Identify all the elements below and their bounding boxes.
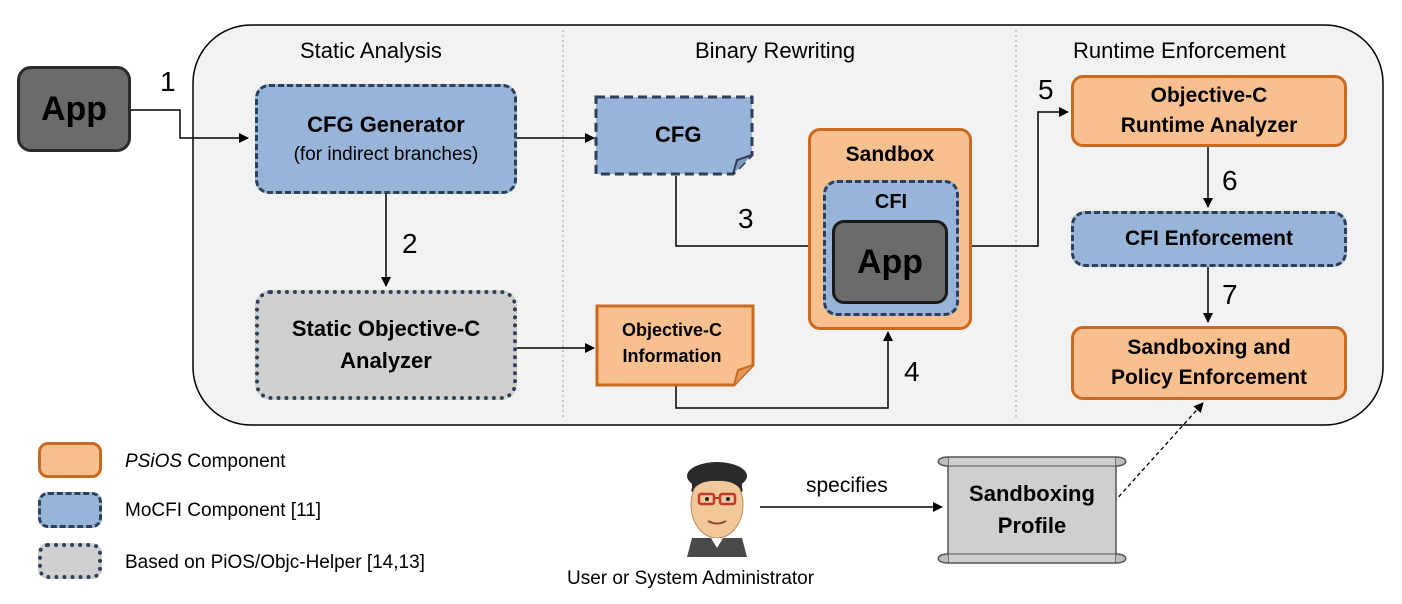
cfg-doc-fold bbox=[732, 154, 753, 175]
step-3: 3 bbox=[738, 203, 754, 234]
cfi-enforcement-label: CFI Enforcement bbox=[1124, 227, 1294, 250]
app-inner-node: App bbox=[832, 220, 948, 304]
sandboxing-profile-node: Sandboxing Profile bbox=[948, 470, 1116, 550]
section-static-analysis: Static Analysis bbox=[300, 38, 442, 63]
administrator-label: User or System Administrator bbox=[567, 568, 815, 589]
cfg-generator-title: CFG Generator bbox=[307, 112, 465, 137]
app-input-label: App bbox=[40, 89, 108, 128]
step-7: 7 bbox=[1222, 279, 1238, 310]
step-4: 4 bbox=[904, 356, 920, 387]
objc-info-line2: Information bbox=[622, 346, 722, 366]
edge-5 bbox=[960, 107, 1069, 247]
step-2: 2 bbox=[402, 228, 418, 259]
policy-enforcement-line2: Policy Enforcement bbox=[1110, 366, 1308, 389]
legend-psios-swatch bbox=[38, 442, 102, 478]
step-1: 1 bbox=[160, 66, 176, 97]
cfg-generator-subtitle: (for indirect branches) bbox=[293, 144, 479, 165]
policy-enforcement-line1: Sandboxing and bbox=[1127, 336, 1291, 359]
administrator-icon bbox=[687, 462, 747, 557]
profile-scroll-shape bbox=[937, 456, 1127, 564]
static-objc-line1: Static Objective-C bbox=[291, 316, 481, 341]
specifies-label: specifies bbox=[806, 474, 888, 497]
legend-psios-rest: Component bbox=[182, 451, 286, 472]
cfi-label: CFI bbox=[874, 191, 908, 213]
edge-4 bbox=[675, 331, 893, 409]
legend-psios-text: PSiOS Component bbox=[125, 451, 286, 473]
policy-enforcement-node: Sandboxing and Policy Enforcement bbox=[1071, 326, 1347, 400]
objc-info-doc-fold bbox=[733, 364, 754, 386]
objc-info-node: Objective-C Information bbox=[597, 310, 747, 376]
cfi-enforcement-node: CFI Enforcement bbox=[1071, 211, 1347, 267]
edge-profile-policy bbox=[1113, 402, 1204, 503]
runtime-analyzer-node: Objective-C Runtime Analyzer bbox=[1071, 75, 1347, 147]
cfg-doc-label: CFG bbox=[655, 122, 702, 147]
static-objc-analyzer-node: Static Objective-C Analyzer bbox=[255, 290, 517, 400]
legend-pios-text: Based on PiOS/Objc-Helper [14,13] bbox=[125, 552, 425, 573]
legend-mocfi-swatch bbox=[38, 492, 102, 528]
runtime-analyzer-line1: Objective-C bbox=[1150, 84, 1268, 107]
profile-line1: Sandboxing bbox=[969, 481, 1095, 506]
edge-1 bbox=[130, 109, 249, 143]
section-binary-rewriting: Binary Rewriting bbox=[695, 38, 856, 63]
sandbox-label: Sandbox bbox=[845, 143, 935, 166]
app-inner-label: App bbox=[856, 242, 924, 281]
profile-line2: Profile bbox=[997, 513, 1067, 538]
static-objc-line2: Analyzer bbox=[340, 348, 432, 373]
edge-3 bbox=[675, 176, 828, 251]
legend-psios-italic: PSiOS bbox=[125, 451, 183, 472]
runtime-analyzer-line2: Runtime Analyzer bbox=[1120, 114, 1298, 137]
step-6: 6 bbox=[1222, 165, 1238, 196]
app-input-node: App bbox=[17, 66, 131, 152]
legend-mocfi-text: MoCFI Component [11] bbox=[125, 500, 322, 521]
cfg-generator-node: CFG Generator (for indirect branches) bbox=[255, 84, 517, 194]
step-5: 5 bbox=[1038, 74, 1054, 105]
objc-info-line1: Objective-C bbox=[621, 320, 723, 340]
legend-pios-swatch bbox=[38, 543, 102, 579]
section-runtime-enforcement: Runtime Enforcement bbox=[1073, 38, 1286, 63]
